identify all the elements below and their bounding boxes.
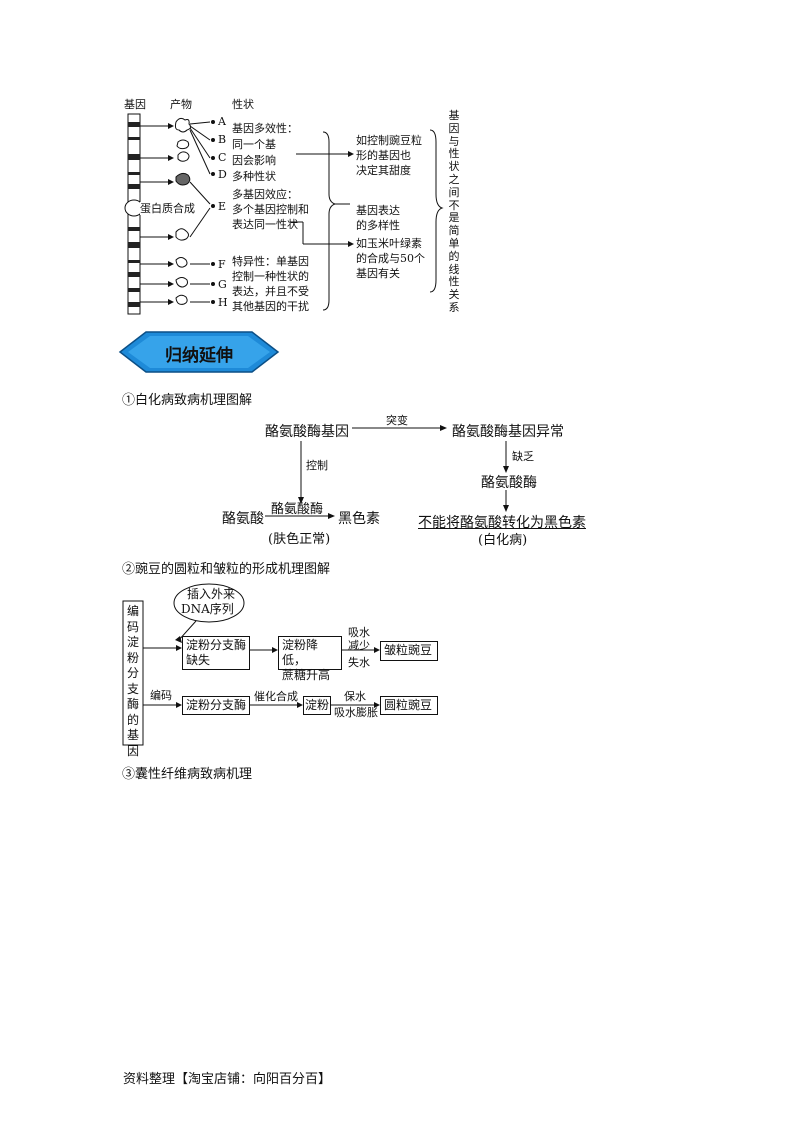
block3-line4: 其他基因的干扰: [232, 300, 309, 313]
box-starch: 淀粉: [303, 696, 331, 715]
note3-line2: 的合成与50个: [356, 252, 425, 265]
catalyze-label: 催化合成: [254, 690, 298, 703]
banner-label: 归纳延伸: [165, 346, 233, 366]
protein-synthesis-label: 蛋白质合成: [140, 202, 195, 215]
gene-trait-lines: [124, 113, 444, 315]
header-trait: 性状: [232, 98, 254, 111]
note1-line1: 如控制豌豆粒: [356, 134, 422, 147]
box-branching-enzyme: 淀粉分支酶: [182, 696, 250, 715]
abnormal-gene: 酪氨酸酶基因异常: [452, 424, 564, 440]
box-starch-low-line1: 淀粉降低，: [282, 638, 319, 667]
box-enzyme-missing-line2: 缺失: [186, 653, 211, 667]
melanin: 黑色素: [338, 511, 380, 527]
gene-vertical-label: 编码淀粉分支酶的基因: [126, 604, 139, 758]
round-pea-label: 圆粒豌豆: [384, 698, 433, 712]
cannot-convert: 不能将酪氨酸转化为黑色素: [418, 515, 586, 531]
block2-line2: 多个基因控制和: [232, 203, 309, 216]
letter-c: C: [218, 151, 227, 164]
gene-trait-figure: 基因 产物 性状 A B C D E F G H 蛋白质合成 基因多效性： 同一…: [118, 92, 468, 324]
letter-g: G: [218, 278, 227, 291]
block2-line1: 多基因效应：: [232, 188, 298, 201]
letter-h: H: [218, 296, 228, 309]
retain-water: 保水: [344, 690, 366, 703]
mutation-label: 突变: [386, 414, 408, 427]
note3-line3: 基因有关: [356, 267, 400, 280]
box-round-pea: 圆粒豌豆: [380, 696, 438, 715]
block3-line2: 控制一种性状的: [232, 270, 309, 283]
block1-line1: 基因多效性：: [232, 122, 298, 135]
tyrosine: 酪氨酸: [222, 511, 264, 527]
note2-line2: 的多样性: [356, 219, 400, 232]
absorb-water-line1: 吸水: [348, 626, 370, 639]
box-wrinkled-pea: 皱粒豌豆: [380, 641, 438, 661]
block3-line1: 特异性：单基因: [232, 255, 309, 268]
note2-line1: 基因表达: [356, 204, 400, 217]
branching-enzyme-label: 淀粉分支酶: [186, 698, 247, 712]
albinism: (白化病): [478, 533, 528, 548]
section-title-1: ①白化病致病机理图解: [122, 393, 253, 408]
lose-water: 失水: [348, 656, 370, 669]
footer-source: 资料整理【淘宝店铺：向阳百分百】: [123, 1072, 332, 1087]
letter-f: F: [218, 258, 226, 271]
side-vertical-text: 基因与性状之间不是简单的线性关系: [448, 109, 460, 314]
letter-e: E: [218, 200, 227, 213]
banner-shape: [118, 331, 280, 373]
block3-line3: 表达，并且不受: [232, 285, 309, 298]
note1-line2: 形的基因也: [356, 149, 411, 162]
absorb-swell: 吸水膨胀: [334, 706, 378, 719]
section-title-3: ③囊性纤维病致病机理: [122, 767, 253, 782]
insert-line1: 插入外来: [187, 587, 236, 601]
encode-label: 编码: [150, 689, 172, 702]
insert-line2: DNA序列: [181, 602, 234, 616]
block1-line3: 因会影响: [232, 154, 276, 167]
section-title-2: ②豌豆的圆粒和皱粒的形成机理图解: [122, 562, 331, 577]
tyrosinase-gene: 酪氨酸酶基因: [265, 424, 349, 440]
letter-a: A: [218, 115, 226, 128]
absorb-water-line2: 减少: [348, 639, 370, 652]
box-enzyme-missing: 淀粉分支酶 缺失: [182, 636, 250, 670]
chromosome-bands: [128, 122, 140, 307]
header-gene: 基因: [124, 98, 146, 111]
normal-skin: (肤色正常): [268, 532, 331, 547]
box-starch-low: 淀粉降低， 蔗糖升高: [278, 636, 342, 682]
header-product: 产物: [170, 98, 192, 111]
wrinkled-pea-label: 皱粒豌豆: [384, 643, 433, 657]
lack-label: 缺乏: [512, 450, 534, 463]
block1-line2: 同一个基: [232, 138, 276, 151]
note1-line3: 决定其甜度: [356, 164, 411, 177]
protein-products: [174, 117, 192, 305]
letter-b: B: [218, 133, 227, 146]
starch-label: 淀粉: [305, 698, 330, 712]
box-enzyme-missing-line1: 淀粉分支酶: [186, 638, 247, 652]
control-label: 控制: [306, 459, 328, 472]
block2-line3: 表达同一性状: [232, 218, 298, 231]
block1-line4: 多种性状: [232, 170, 276, 183]
letter-d: D: [218, 168, 227, 181]
enzyme-right: 酪氨酸酶: [481, 475, 537, 491]
box-starch-low-line2: 蔗糖升高: [282, 668, 331, 682]
enzyme-left: 酪氨酸酶: [271, 502, 324, 517]
note3-line1: 如玉米叶绿素: [356, 237, 422, 250]
